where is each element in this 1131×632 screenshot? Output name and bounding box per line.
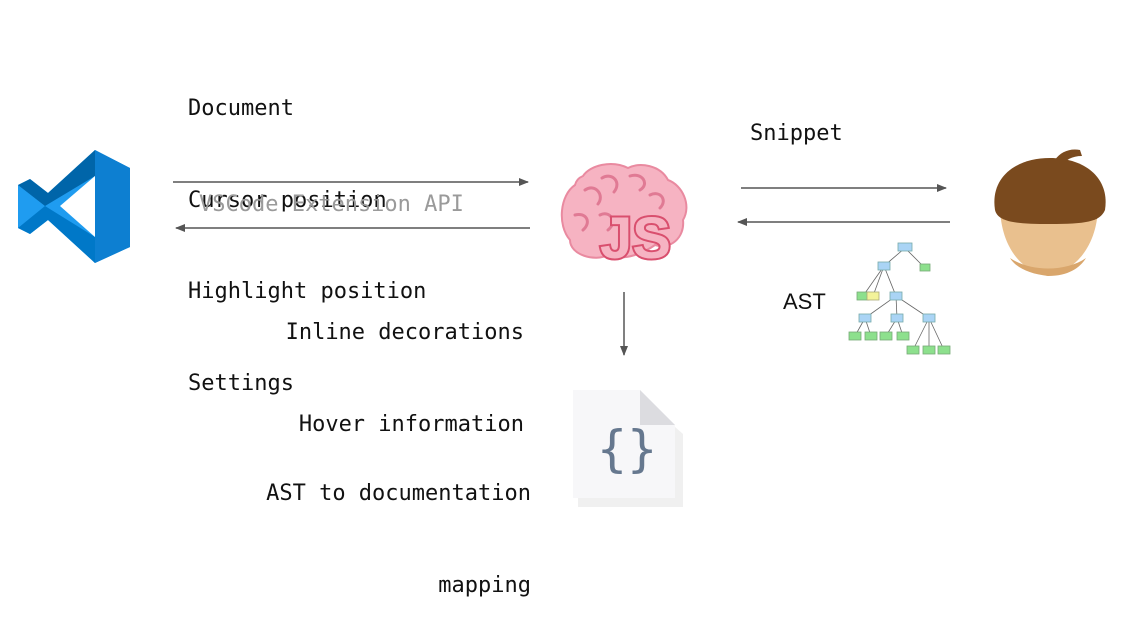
diagram-canvas: JS — [18, 149, 1106, 507]
snippet-label: Snippet — [750, 121, 843, 146]
json-file-icon: {} — [573, 390, 683, 507]
response-line-decorations: Inline decorations — [285, 320, 524, 345]
request-labels: Document Cursor position Highlight posit… — [188, 33, 426, 430]
mapping-line-1: AST to documentation — [266, 481, 531, 506]
request-line-settings: Settings — [188, 370, 294, 396]
response-labels: Inline decorations Hover information — [286, 257, 524, 471]
ast-label: AST — [783, 289, 826, 314]
ast-tree-icon — [848, 242, 951, 355]
mapping-line-2: mapping — [438, 572, 531, 598]
acorn-parser-icon — [994, 149, 1106, 276]
brain-js-icon: JS — [560, 163, 688, 273]
request-line-highlight: Highlight position — [188, 279, 427, 304]
request-line-cursor: Cursor position — [188, 187, 387, 213]
api-label: VSCode Extension API — [199, 192, 464, 217]
mapping-labels: AST to documentation mapping — [266, 418, 531, 632]
svg-text:{}: {} — [597, 420, 657, 478]
request-line-document: Document — [188, 96, 294, 121]
response-line-hover: Hover information — [298, 411, 524, 437]
svg-text:JS: JS — [600, 206, 671, 271]
vscode-logo-icon — [18, 150, 130, 263]
